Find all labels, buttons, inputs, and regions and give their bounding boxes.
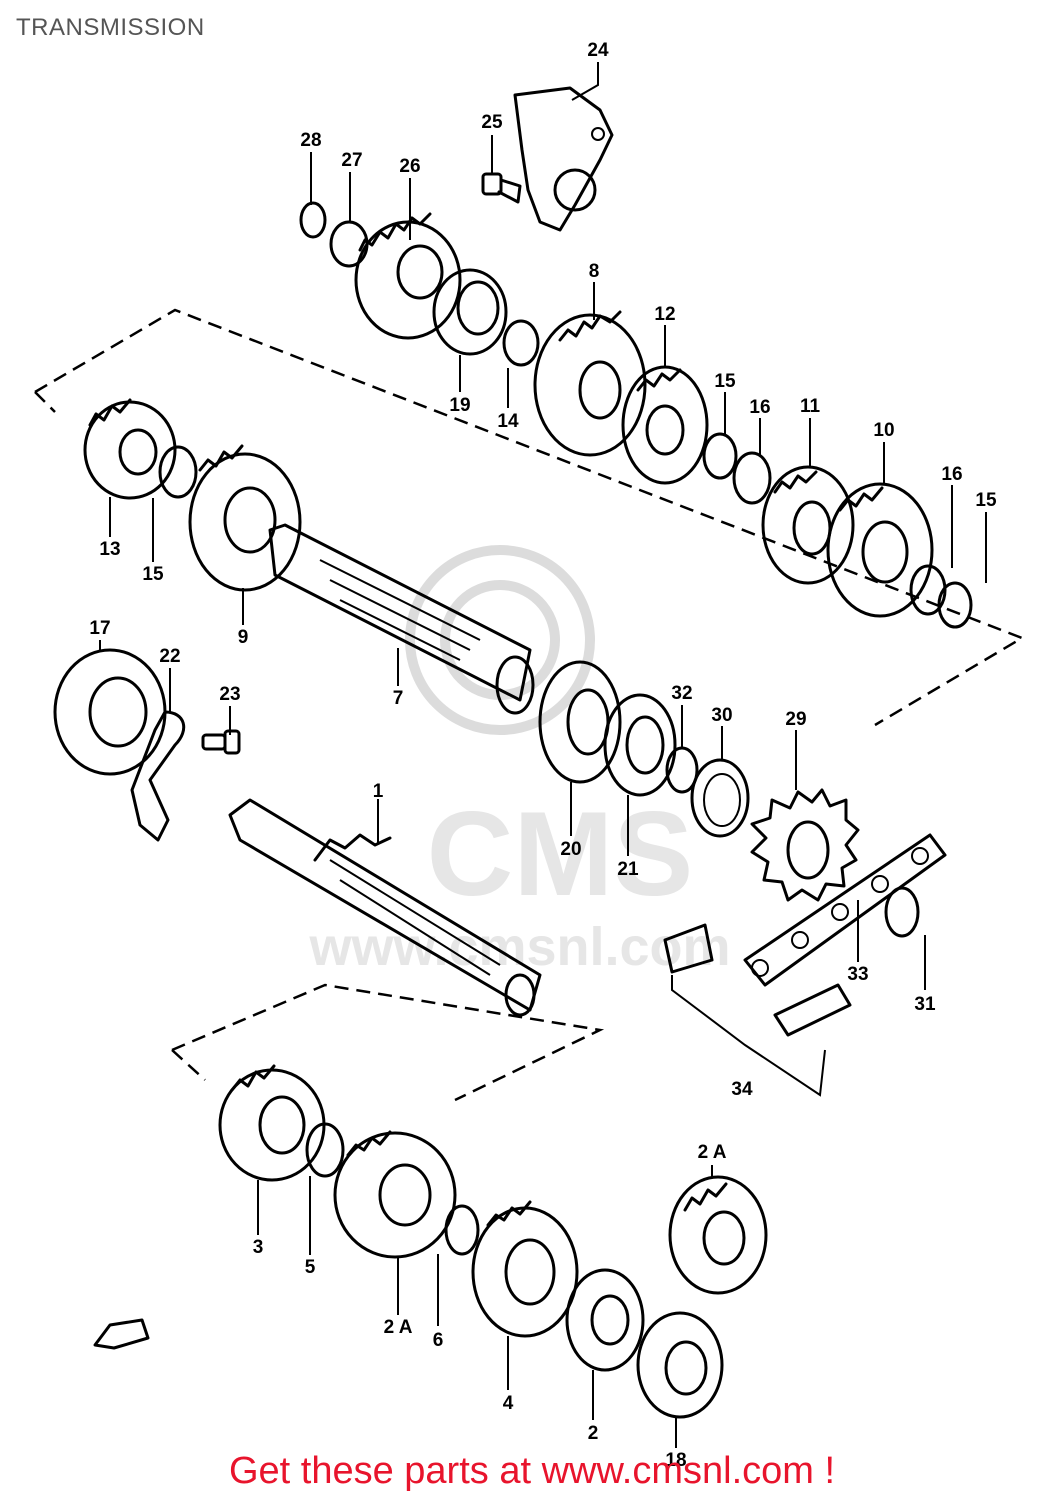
page-title: TRANSMISSION [16,14,205,41]
label-26: 25 [481,112,503,133]
part-35-chain-joint [663,923,852,1097]
label-12: 11 [800,396,821,417]
part-23-plate [130,710,186,842]
label-11: 10 [873,420,894,441]
watermark: CMS www.cmsnl.com [308,545,731,977]
driveshaft-group-frame [171,983,605,1102]
part-16-circlip [702,432,738,480]
label-22: 21 [617,859,639,880]
part-16-circlip-3 [158,445,198,499]
label-28: 27 [341,150,362,171]
part-9-gear [533,310,647,457]
part-19-bearing [636,1311,724,1419]
label-6: 5 [305,1257,316,1278]
label-17-a: 16 [749,397,770,418]
label-17-b: 16 [941,464,962,485]
label-4: 3 [253,1237,264,1258]
leader-lines [99,62,987,1448]
label-33: 32 [671,683,692,704]
watermark-url-text: www.cmsnl.com [308,917,730,977]
part-25-bracket [513,86,614,232]
label-31: 30 [711,705,732,726]
label-15: 14 [497,411,519,432]
part-32-clip [884,886,920,938]
part-6-circlip [305,1122,345,1178]
label-16-c: 15 [142,564,164,585]
part-17-washer [732,451,772,505]
part-11-gear [826,482,934,618]
label-34: 33 [847,964,868,985]
fwd-label: FWD [113,1332,136,1343]
part-30-sprocket [750,788,860,902]
label-32: 31 [914,994,936,1015]
label-24: 23 [219,684,240,705]
part-7-circlip [444,1204,480,1256]
countershaft-group-frame [34,308,1025,727]
label-10: 9 [238,627,249,648]
fwd-arrow-icon: FWD [93,1318,150,1350]
label-5: 4 [503,1393,514,1414]
part-14-gear [83,398,177,500]
footer-link[interactable]: Get these parts at www.cmsnl.com ! [228,1450,836,1492]
part-5-gear [471,1200,579,1338]
label-30: 29 [785,709,806,730]
label-8: 7 [393,688,404,709]
part-3-gear [333,1130,457,1259]
label-21: 20 [560,839,581,860]
part-24-screw [201,729,241,755]
part-2a-gear [668,1175,768,1295]
label-25: 24 [587,40,609,61]
part-16-circlip-2 [937,581,973,629]
label-29: 28 [300,130,321,151]
part-8-countershaft [268,523,535,715]
part-26-bolt [481,172,522,204]
label-35: 34 [731,1079,753,1100]
part-1-driveshaft [228,798,542,1017]
label-13: 12 [654,304,675,325]
part-15-washer [502,319,540,367]
watermark-logo-text: CMS [427,787,694,921]
label-2a: 2 A [698,1142,727,1163]
part-22-oil-seal [603,693,677,797]
label-16-b: 15 [975,490,997,511]
part-12-gear [761,465,855,585]
label-18: 17 [89,618,110,639]
part-29-circlip [299,201,327,239]
label-1: 1 [373,781,384,802]
part-10-gear [188,444,302,592]
label-9: 8 [589,261,600,282]
label-23: 22 [159,646,180,667]
part-27-gear [354,212,462,340]
label-27: 26 [399,156,420,177]
label-3: 2 A [384,1317,413,1338]
label-7: 6 [433,1330,444,1351]
part-20-bearing [432,268,508,356]
label-20: 19 [449,395,470,416]
label-19: 18 [665,1450,686,1471]
part-34-chain [743,833,947,987]
label-2: 2 [588,1423,599,1444]
part-18-bearing [53,648,167,776]
label-14: 13 [99,539,120,560]
part-2-gear [565,1268,645,1372]
label-16-a: 15 [714,371,736,392]
part-31-spacer [690,758,750,838]
part-labels: 24 25 26 27 28 19 14 8 12 15 16 11 10 16… [89,40,997,1471]
